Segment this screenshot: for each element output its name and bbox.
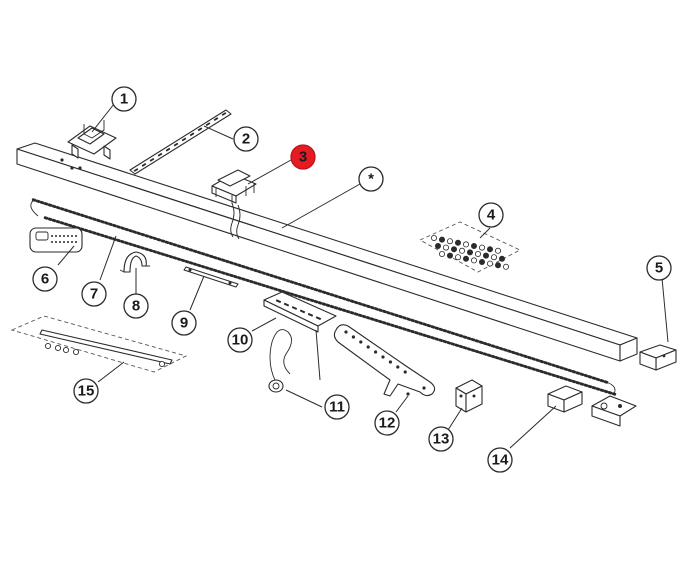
part-2-hanger-strap (129, 109, 232, 175)
part-5-end-bracket (639, 344, 677, 371)
part-10-carriage-plate (263, 291, 337, 333)
svg-text:11: 11 (329, 399, 345, 416)
svg-text:3: 3 (299, 149, 307, 166)
svg-text:4: 4 (487, 207, 496, 224)
callout-10: 10 (227, 327, 253, 353)
callout-15: 15 (73, 378, 99, 404)
part-12-door-arm (333, 324, 436, 397)
callout-13: 13 (428, 426, 454, 452)
svg-text:6: 6 (41, 271, 49, 288)
callout-7: 7 (81, 281, 107, 307)
part-15-bolt-kit (10, 315, 188, 373)
part-3-trolley (211, 169, 257, 204)
svg-text:13: 13 (433, 431, 450, 448)
part-1-header-bracket (67, 120, 117, 160)
callout-2: 2 (233, 126, 259, 152)
svg-text:2: 2 (242, 131, 250, 148)
callout-1: 1 (111, 86, 137, 112)
part-4-hardware-kit (418, 221, 522, 273)
leader-lines (57, 103, 669, 449)
callout-6: 6 (32, 266, 58, 292)
part-13-door-bracket (455, 379, 483, 413)
svg-text:12: 12 (379, 415, 396, 432)
part-11-release-cord (268, 329, 292, 393)
rail-beam (16, 142, 638, 362)
svg-text:*: * (368, 171, 374, 188)
svg-text:7: 7 (90, 286, 98, 303)
svg-text:10: 10 (232, 332, 249, 349)
callout-11: 11 (324, 394, 350, 420)
svg-text:8: 8 (132, 298, 140, 315)
callout-5: 5 (646, 255, 672, 281)
part-14-pulley-bracket (547, 385, 637, 427)
part-9-rail-insert (183, 266, 239, 288)
svg-text:9: 9 (180, 315, 188, 332)
callout-star: * (358, 166, 384, 192)
svg-text:1: 1 (120, 91, 128, 108)
callout-9: 9 (171, 310, 197, 336)
chain (30, 198, 617, 396)
callout-8: 8 (123, 293, 149, 319)
svg-text:15: 15 (78, 383, 95, 400)
callout-4: 4 (478, 202, 504, 228)
callout-3-highlighted: 3 (290, 144, 316, 170)
callout-12: 12 (374, 410, 400, 436)
svg-text:14: 14 (492, 452, 509, 469)
callout-14: 14 (487, 447, 513, 473)
part-6-sprocket-cover (29, 227, 83, 253)
svg-text:5: 5 (655, 260, 663, 277)
part-8-chain-clip (119, 251, 150, 273)
